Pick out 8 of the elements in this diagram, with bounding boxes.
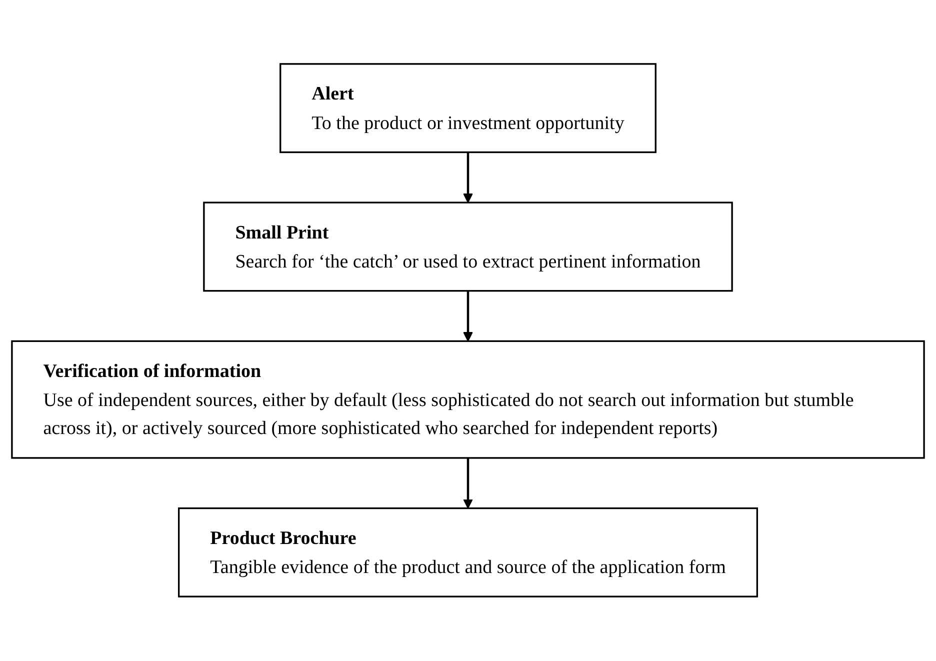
arrow	[463, 291, 473, 342]
arrow	[463, 458, 473, 509]
arrow	[463, 152, 473, 204]
flowchart-drawing: Alert To the product or investment opportunity Small Print Search for ‘the catch’ or used to extract pertinent information Verification of information Use of independent sources, either by default (less sophisticated do not search out information but stumble across it), or actively sourced (more sophisticated who searched for independent reports) Product Brochure Tangible evidence of the product and source of the application form	[3, 55, 933, 606]
node-box	[178, 508, 758, 598]
node-box	[280, 63, 656, 154]
node-box	[203, 202, 733, 292]
node-box	[11, 340, 925, 460]
